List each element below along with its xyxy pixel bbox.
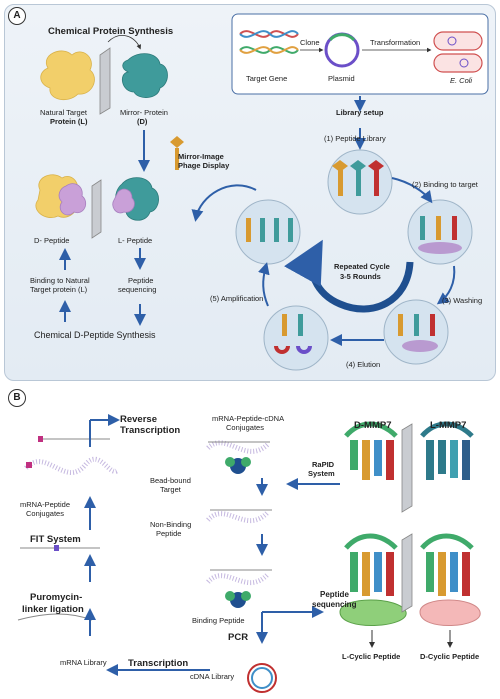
step3-label: (3) Washing xyxy=(442,296,483,305)
peptide-sequencing-b-label-2: sequencing xyxy=(312,600,357,609)
phage-circle-1 xyxy=(327,149,393,215)
mirror-protein-shape xyxy=(121,53,168,98)
d-peptide-shape xyxy=(58,183,87,216)
l-peptide-shape xyxy=(112,188,135,214)
binding-natural-label: Binding to Natural xyxy=(30,276,90,285)
binding-peptide-label: Binding Peptide xyxy=(192,616,245,625)
phage-circle-5 xyxy=(235,199,301,265)
non-binding-label: Non-Binding xyxy=(150,520,192,529)
d-cyclic-peptide-complex xyxy=(419,533,481,627)
natural-protein-shape xyxy=(40,50,95,101)
step1-label: (1) Peptide Library xyxy=(324,134,386,143)
phage-circle-2 xyxy=(407,199,473,265)
cloning-box xyxy=(231,13,489,95)
mirror-glass-mid xyxy=(91,179,102,239)
natural-target-label: Natural Target xyxy=(40,108,87,117)
panel-b-badge: B xyxy=(8,389,26,407)
mirror-protein-label-2: (D) xyxy=(137,117,148,126)
l-peptide-label: L- Peptide xyxy=(118,236,153,245)
reverse-transcription-label: Reverse xyxy=(120,414,157,425)
puromycin-label-2: linker ligation xyxy=(22,604,84,615)
d-cyclic-peptide-label: D-Cyclic Peptide xyxy=(420,652,480,661)
library-setup-label: Library setup xyxy=(336,108,384,117)
target-gene-label: Target Gene xyxy=(246,74,288,83)
pcr-label: PCR xyxy=(228,632,249,643)
dna-helix-icon xyxy=(239,30,299,54)
conjugate-strand-1 xyxy=(206,440,270,454)
conjugate-strand-2 xyxy=(206,509,272,524)
rounds-label: 3-5 Rounds xyxy=(340,272,381,281)
plasmid-label: Plasmid xyxy=(328,74,355,83)
puromycin-label: Puromycin- xyxy=(30,592,83,603)
d-peptide-label: D- Peptide xyxy=(34,236,70,245)
chemical-protein-synthesis-label: Chemical Protein Synthesis xyxy=(48,26,174,37)
phage-circle-3 xyxy=(383,299,449,365)
fit-system-label: FIT System xyxy=(30,534,81,545)
peptide-sequencing-a-label: Peptide xyxy=(128,276,154,285)
peptide-sequencing-a-label-2: sequencing xyxy=(118,285,157,294)
mrna-peptide-cdna-label-2: Conjugates xyxy=(226,423,264,432)
mrna-peptide-conj-label: mRNA-Peptide xyxy=(20,500,71,509)
natural-target-label-2: Protein (L) xyxy=(50,117,88,126)
transformation-label: Transformation xyxy=(370,38,421,47)
panel-a-badge: A xyxy=(8,7,26,25)
e-coli-icon xyxy=(433,31,483,73)
mirror-image-phage-label: Mirror-Image xyxy=(178,152,224,161)
transcription-label: Transcription xyxy=(128,658,189,669)
cdna-library-icon xyxy=(247,663,277,693)
bead-bound-target-icon xyxy=(225,457,251,474)
l-mmp7-icon xyxy=(420,421,474,480)
chemical-d-peptide-synthesis-label: Chemical D-Peptide Synthesis xyxy=(34,330,156,340)
phage-icon xyxy=(170,136,184,170)
mrna-library-label: mRNA Library xyxy=(60,658,107,667)
l-mmp7-label: L-MMP7 xyxy=(430,420,467,431)
non-binding-label-2: Peptide xyxy=(156,529,182,538)
peptide-sequencing-b-label: Peptide xyxy=(320,590,349,599)
reverse-transcription-label-2: Transcription xyxy=(120,425,181,436)
mirror-glass-top xyxy=(99,47,111,115)
binding-natural-label-2: Target protein (L) xyxy=(30,285,88,294)
step5-label: (5) Amplification xyxy=(210,294,264,303)
step2-label: (2) Binding to target xyxy=(412,180,478,189)
mirror-image-phage-label-2: Phage Display xyxy=(178,161,230,170)
mrna-peptide-cdna-label: mRNA-Peptide-cDNA xyxy=(212,414,285,423)
mrna-peptide-conj-label-2: Conjugates xyxy=(26,509,64,518)
e-coli-label: E. Coli xyxy=(450,76,473,85)
d-mmp7-icon xyxy=(344,421,398,480)
l-cyclic-peptide-complex xyxy=(339,533,407,627)
mirror-glass-b-bottom xyxy=(401,533,413,613)
d-mmp7-label: D-MMP7 xyxy=(354,420,392,431)
mrna-peptide-conjugate-strand xyxy=(24,456,120,475)
cdna-library-label: cDNA Library xyxy=(190,672,235,681)
phage-circle-4 xyxy=(263,305,329,371)
conjugate-strand-3 xyxy=(206,569,272,586)
step4-label: (4) Elution xyxy=(346,360,381,369)
mirror-protein-label: Mirror- Protein xyxy=(120,108,168,117)
rapid-label-2: System xyxy=(308,469,335,478)
mirror-glass-b-top xyxy=(401,423,413,513)
repeated-cycle-arrow xyxy=(284,239,414,313)
binding-peptide-target-icon xyxy=(225,591,251,608)
clone-label: Clone xyxy=(300,38,320,47)
rapid-label: RaPID xyxy=(312,460,335,469)
l-cyclic-peptide-label: L-Cyclic Peptide xyxy=(342,652,401,661)
repeated-cycle-label: Repeated Cycle xyxy=(334,262,390,271)
bead-bound-label-2: Target xyxy=(160,485,181,494)
bead-bound-label: Bead-bound xyxy=(150,476,191,485)
